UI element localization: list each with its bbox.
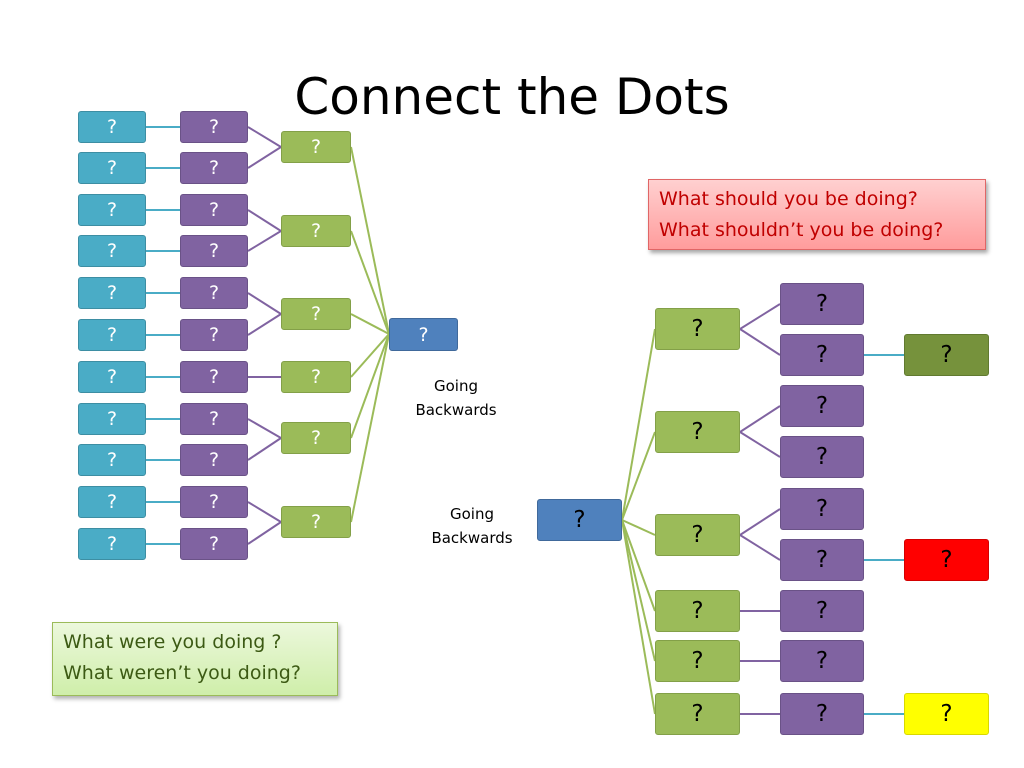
purple-node: ? <box>780 488 864 530</box>
teal-node: ? <box>78 152 146 184</box>
purple-node: ? <box>180 319 248 351</box>
teal-node: ? <box>78 486 146 518</box>
connector-line <box>350 146 390 335</box>
purple-node: ? <box>780 436 864 478</box>
green-node: ? <box>655 693 740 735</box>
green-node: ? <box>281 506 351 538</box>
purple-node: ? <box>780 590 864 632</box>
green-node: ? <box>655 590 740 632</box>
teal-node: ? <box>78 528 146 560</box>
red-leaf-node: ? <box>904 539 989 581</box>
connector-line <box>247 209 282 232</box>
green-node: ? <box>281 215 351 247</box>
green-node: ? <box>655 411 740 453</box>
connector-line <box>350 230 390 335</box>
connector-line <box>247 230 282 252</box>
label-line: Backwards <box>431 529 513 547</box>
teal-node: ? <box>78 444 146 476</box>
connector-line <box>247 418 282 439</box>
purple-node: ? <box>780 693 864 735</box>
teal-node: ? <box>78 277 146 309</box>
yellow-leaf-node: ? <box>904 693 989 735</box>
purple-node: ? <box>180 403 248 435</box>
connector-line <box>350 333 390 378</box>
callout-line: What should you be doing? <box>659 188 918 210</box>
connector-line <box>247 313 282 336</box>
teal-node: ? <box>78 403 146 435</box>
connector-line <box>621 431 656 521</box>
connector-line <box>621 519 656 536</box>
connector-line <box>621 519 656 612</box>
purple-node: ? <box>180 111 248 143</box>
green-node: ? <box>655 514 740 556</box>
connector-line <box>621 519 656 715</box>
connector-line <box>247 521 282 545</box>
purple-node: ? <box>180 444 248 476</box>
green-node: ? <box>281 298 351 330</box>
connector-line <box>621 328 656 521</box>
connector-line <box>739 328 781 356</box>
going-backwards-label-bottom: Going Backwards <box>420 502 524 550</box>
teal-node: ? <box>78 319 146 351</box>
connector-line <box>739 534 781 561</box>
should-callout: What should you be doing? What shouldn’t… <box>648 179 986 250</box>
purple-node: ? <box>780 640 864 682</box>
dark-green-leaf-node: ? <box>904 334 989 376</box>
connector-line <box>739 303 781 330</box>
purple-node: ? <box>780 385 864 427</box>
purple-node: ? <box>180 361 248 393</box>
purple-node: ? <box>780 283 864 325</box>
connector-line <box>350 333 390 523</box>
connector-line <box>247 126 282 148</box>
root-node: ? <box>537 499 622 541</box>
connector-line <box>739 508 781 536</box>
green-node: ? <box>655 640 740 682</box>
callout-line: What shouldn’t you be doing? <box>659 219 944 241</box>
connector-line <box>739 405 781 433</box>
purple-node: ? <box>780 334 864 376</box>
purple-node: ? <box>180 528 248 560</box>
teal-node: ? <box>78 111 146 143</box>
purple-node: ? <box>180 235 248 267</box>
connector-line <box>247 292 282 315</box>
teal-node: ? <box>78 361 146 393</box>
purple-node: ? <box>180 277 248 309</box>
green-node: ? <box>655 308 740 350</box>
green-node: ? <box>281 131 351 163</box>
connector-line <box>350 313 390 335</box>
page-title: Connect the Dots <box>294 68 730 126</box>
root-node: ? <box>389 318 458 351</box>
were-callout: What were you doing ? What weren’t you d… <box>52 622 338 696</box>
connector-line <box>350 333 390 439</box>
callout-line: What were you doing ? <box>63 631 282 653</box>
going-backwards-label-top: Going Backwards <box>404 374 508 422</box>
label-line: Going <box>450 505 494 523</box>
purple-node: ? <box>180 152 248 184</box>
connector-line <box>621 519 656 662</box>
label-line: Going <box>434 377 478 395</box>
connector-line <box>247 501 282 523</box>
purple-node: ? <box>780 539 864 581</box>
connector-line <box>247 437 282 461</box>
teal-node: ? <box>78 235 146 267</box>
callout-line: What weren’t you doing? <box>63 662 301 684</box>
green-node: ? <box>281 422 351 454</box>
connector-line <box>739 431 781 458</box>
teal-node: ? <box>78 194 146 226</box>
connector-line <box>247 146 282 169</box>
purple-node: ? <box>180 194 248 226</box>
green-node: ? <box>281 361 351 393</box>
label-line: Backwards <box>415 401 497 419</box>
purple-node: ? <box>180 486 248 518</box>
